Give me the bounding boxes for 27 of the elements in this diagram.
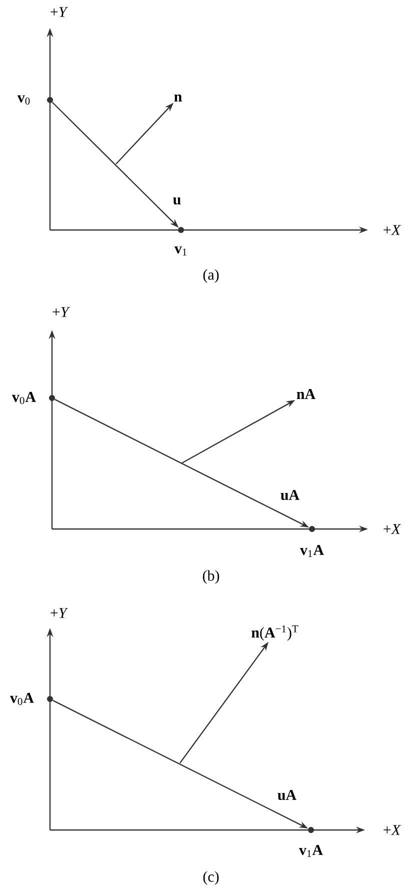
point-label: v$_{1}$A [298,844,323,858]
point-label: v$_{0}$A [12,392,36,404]
axis-label: +Y [52,307,70,317]
edge-label: uA [278,790,296,800]
panel-caption: (c) [203,871,219,885]
point [309,526,315,532]
panel-caption: (b) [202,570,220,584]
point [308,827,314,833]
edge-label: u [173,197,181,205]
vector-label: n [174,94,182,102]
point-label: v$_{0}$A [10,692,34,706]
point-label: v$_{1}$ [174,246,186,256]
vector-label: n(A$^{−1}$)$^{T}$ [252,625,298,641]
vector-label: nA [296,389,316,399]
point-label: v$_{0}$ [17,95,30,105]
axis-label: +X [384,524,402,534]
point [178,227,184,233]
axis-label: +Y [50,608,68,618]
axis-label: +Y [50,7,68,17]
axis-label: +X [384,825,402,835]
point [47,97,53,103]
edge-label: uA [280,490,300,500]
point-label: v$_{1}$A [300,544,324,558]
axis-label: +X [384,225,402,235]
point [47,696,53,702]
point [49,395,55,401]
panel-caption: (a) [203,269,219,283]
